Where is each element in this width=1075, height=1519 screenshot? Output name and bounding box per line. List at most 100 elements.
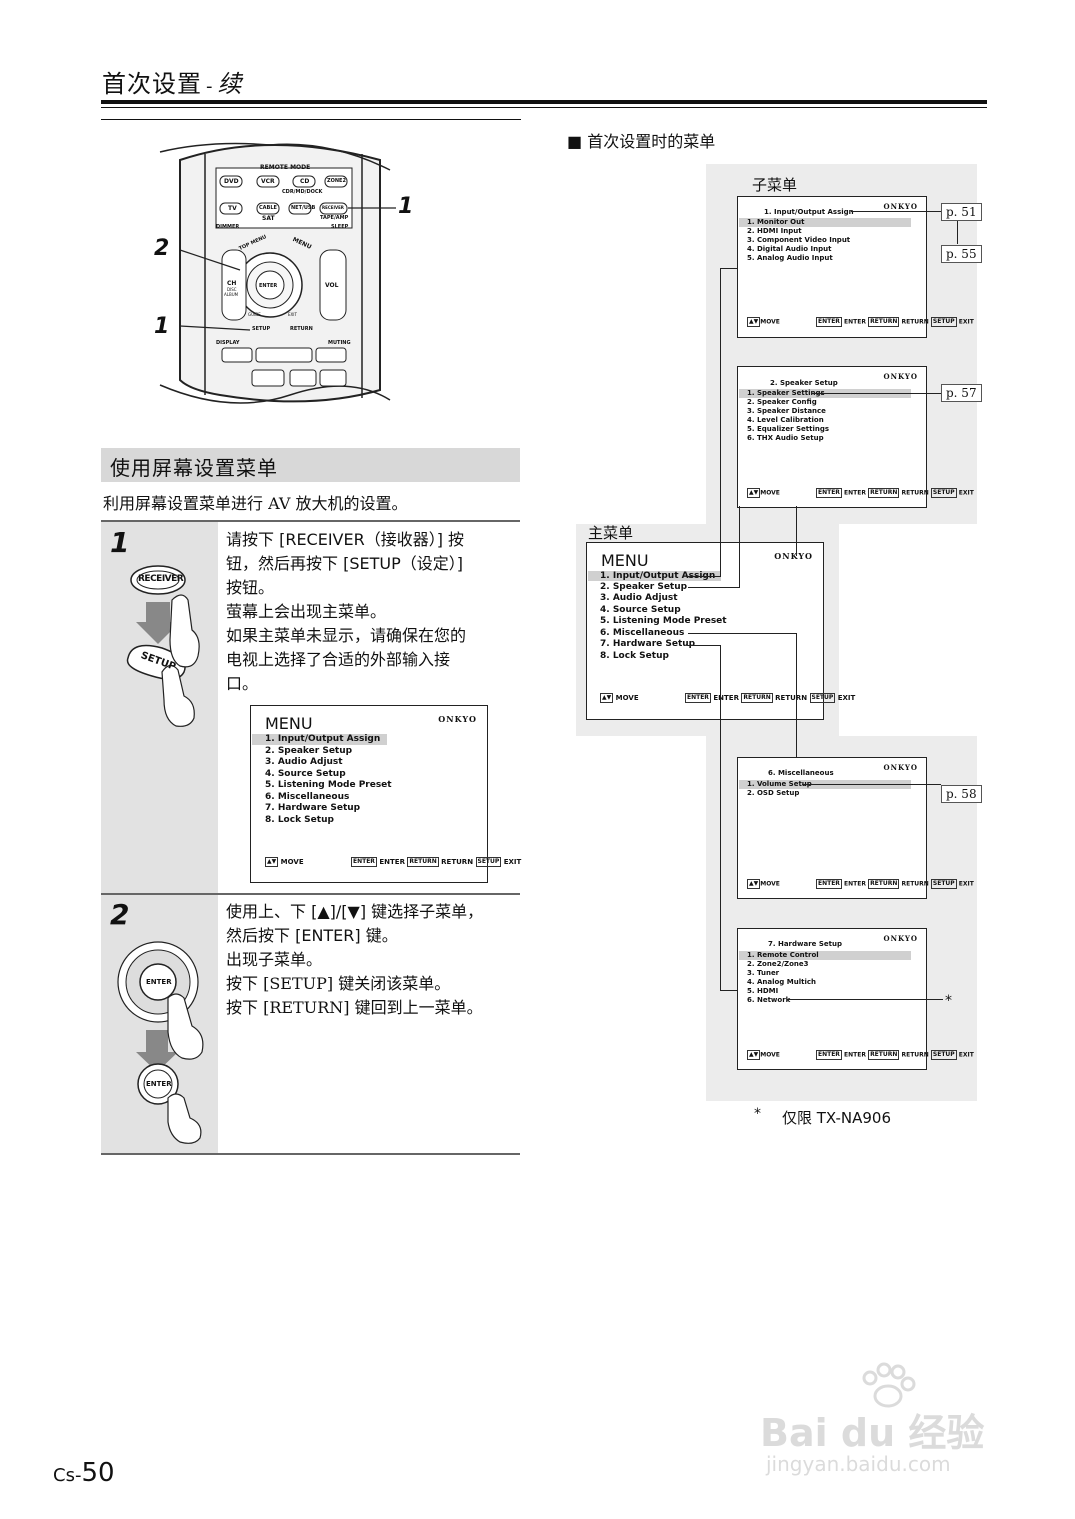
submenu-footer: ▲▼MOVE <box>747 488 780 498</box>
submenu-item[interactable]: 4. Analog Multich <box>747 978 816 986</box>
section-intro: 利用屏幕设置菜单进行 AV 放大机的设置。 <box>103 494 408 513</box>
page-ref-p51[interactable]: p. 51 <box>941 203 982 221</box>
header-rule-thick <box>101 100 987 104</box>
menu-item[interactable]: 7. Hardware Setup <box>600 639 696 649</box>
return-label: RETURN <box>901 880 929 888</box>
exit-label: EXIT <box>837 694 856 702</box>
step-1-menu-screen: MENU ONKYO 1. Input/Output Assign 2. Spe… <box>250 705 521 883</box>
move-label: MOVE <box>760 880 780 888</box>
up-down-key-icon: ▲▼ <box>747 1050 761 1060</box>
page-ref-p55[interactable]: p. 55 <box>941 245 982 263</box>
submenu-item[interactable]: 5. Analog Audio Input <box>747 254 833 262</box>
remote-label-return: RETURN <box>290 326 313 332</box>
step-1-line-3: 电视上选择了合适的外部输入接 <box>226 650 451 669</box>
remote-label-cable: CABLE <box>259 205 277 211</box>
remote-label-dimmer: DIMMER <box>216 224 240 230</box>
section-heading: 使用屏幕设置菜单 <box>101 448 520 482</box>
submenu-item[interactable]: 2. Speaker Config <box>747 398 817 406</box>
up-down-key-icon: ▲▼ <box>265 857 279 867</box>
submenu-item[interactable]: 5. Equalizer Settings <box>747 425 830 433</box>
step-2-line-1: 出现子菜单。 <box>226 950 323 969</box>
connector-line <box>739 506 740 588</box>
menu-item[interactable]: 6. Miscellaneous <box>265 792 350 802</box>
menu-item[interactable]: 5. Listening Mode Preset <box>265 780 392 790</box>
step-1-line-1: 萤幕上会出现主菜单。 <box>226 602 387 621</box>
menu-item[interactable]: 2. Speaker Setup <box>265 746 353 756</box>
onkyo-logo: ONKYO <box>883 934 918 943</box>
menu-title: MENU <box>265 714 313 733</box>
press-buttons-drawing <box>126 565 200 727</box>
remote-label-sleep: SLEEP <box>331 224 349 230</box>
connector-line <box>796 633 797 757</box>
exit-label: EXIT <box>958 318 974 326</box>
up-down-key-icon: ▲▼ <box>600 693 614 703</box>
step-2-line-3: 按下 [RETURN] 键回到上一菜单。 <box>226 998 483 1017</box>
menu-item[interactable]: 1. Input/Output Assign <box>600 571 716 581</box>
selection-highlight <box>739 218 911 227</box>
submenu-item[interactable]: 1. Remote Control <box>747 951 819 959</box>
submenu-footer-keys: ENTER ENTER RETURN RETURN SETUP EXIT <box>816 879 974 889</box>
move-label: MOVE <box>760 1051 780 1059</box>
remote-label-ch: CH <box>227 280 237 287</box>
menu-item[interactable]: 4. Source Setup <box>600 605 681 615</box>
up-down-key-icon: ▲▼ <box>747 879 761 889</box>
submenu-item[interactable]: 1. Speaker Settings <box>747 389 825 397</box>
submenu-footer: ▲▼MOVE <box>747 1050 780 1060</box>
enter-label: ENTER <box>379 858 405 866</box>
submenu-item[interactable]: 3. Tuner <box>747 969 780 977</box>
submenu-item[interactable]: 2. OSD Setup <box>747 789 800 797</box>
remote-label-tape-amp: TAPE/AMP <box>320 215 349 221</box>
submenu-item[interactable]: 2. HDMI Input <box>747 227 802 235</box>
mainmenu-label: 主菜单 <box>588 524 634 542</box>
menu-item[interactable]: 5. Listening Mode Preset <box>600 616 727 626</box>
menu-item[interactable]: 6. Miscellaneous <box>600 628 685 638</box>
enter-button-label-1: ENTER <box>146 978 172 986</box>
submenu-title: 7. Hardware Setup <box>768 940 842 948</box>
menu-item[interactable]: 8. Lock Setup <box>600 651 669 661</box>
submenu-item[interactable]: 6. THX Audio Setup <box>747 434 824 442</box>
submenu-item[interactable]: 3. Speaker Distance <box>747 407 826 415</box>
enter-key-icon: ENTER <box>816 879 842 889</box>
enter-key-icon: ENTER <box>816 1050 842 1060</box>
footnote-mark: * <box>754 1106 761 1122</box>
submenu-item[interactable]: 5. HDMI <box>747 987 779 995</box>
menu-item[interactable]: 3. Audio Adjust <box>600 593 678 603</box>
return-key-icon: RETURN <box>868 488 900 498</box>
watermark-brand: Bai du 经验 <box>760 1411 985 1455</box>
submenu-title: 1. Input/Output Assign <box>764 208 854 216</box>
remote-label-tv: TV <box>228 205 237 212</box>
submenu-item[interactable]: 6. Network <box>747 996 791 1004</box>
menu-item[interactable]: 8. Lock Setup <box>265 815 334 825</box>
menu-item[interactable]: 2. Speaker Setup <box>600 582 688 592</box>
submenu-item[interactable]: 3. Component Video Input <box>747 236 851 244</box>
submenu-footer-keys: ENTER ENTER RETURN RETURN SETUP EXIT <box>816 488 974 498</box>
page-ref-p58[interactable]: p. 58 <box>941 785 982 803</box>
remote-label-net-usb: NET/USB <box>291 205 316 211</box>
remote-label-cd: CD <box>300 178 310 185</box>
remote-label-remote-mode: REMOTE MODE <box>260 164 311 171</box>
enter-label: ENTER <box>713 694 739 702</box>
setup-key-icon: SETUP <box>809 693 836 703</box>
remote-illustration: REMOTE MODE DVD VCR CD ZONE2 CDR/MD/DOCK… <box>150 140 520 410</box>
enter-label: ENTER <box>844 318 866 326</box>
move-label: MOVE <box>615 694 639 702</box>
menu-item[interactable]: 3. Audio Adjust <box>265 757 343 767</box>
menu-item[interactable]: 7. Hardware Setup <box>265 803 361 813</box>
remote-label-zone2: ZONE2 <box>327 178 346 184</box>
menu-item[interactable]: 1. Input/Output Assign <box>265 734 381 744</box>
submenu-input-output-assign: ONKYO 1. Input/Output Assign 1. Monitor … <box>737 196 974 338</box>
connector-line <box>688 633 797 634</box>
remote-label-cdr: CDR/MD/DOCK <box>282 189 323 195</box>
page-ref-p57[interactable]: p. 57 <box>941 384 982 402</box>
submenu-item[interactable]: 1. Volume Setup <box>747 780 812 788</box>
submenu-item[interactable]: 4. Level Calibration <box>747 416 824 424</box>
submenu-item[interactable]: 1. Monitor Out <box>747 218 805 226</box>
submenu-item[interactable]: 4. Digital Audio Input <box>747 245 832 253</box>
step-1-bold-line-2: 钮，然后再按下 [SETUP（设定）] <box>226 554 463 573</box>
submenu-item[interactable]: 2. Zone2/Zone3 <box>747 960 809 968</box>
onkyo-logo: ONKYO <box>883 202 918 211</box>
menu-item[interactable]: 4. Source Setup <box>265 769 346 779</box>
step-2-bold-line-2: 然后按下 [ENTER] 键。 <box>226 926 398 945</box>
submenu-title: 6. Miscellaneous <box>768 769 834 777</box>
submenu-footer: ▲▼MOVE <box>747 317 780 327</box>
